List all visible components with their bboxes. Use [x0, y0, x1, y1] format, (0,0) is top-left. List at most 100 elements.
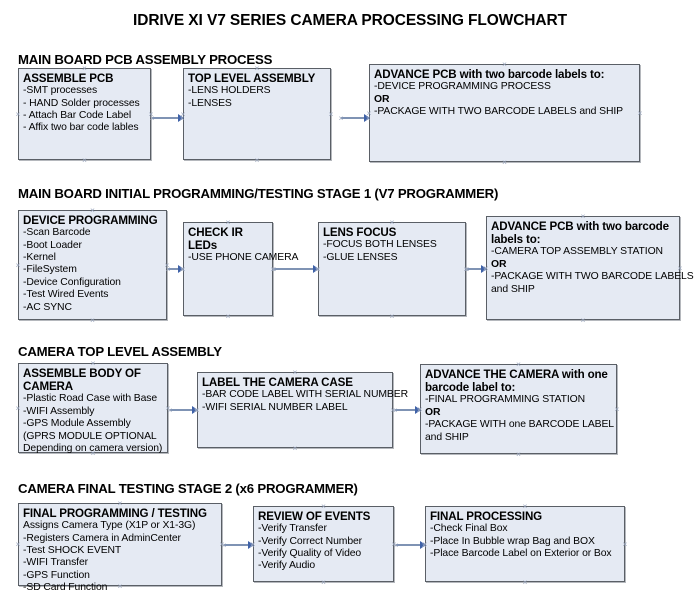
- node-line: -PACKAGE WITH TWO BARCODE LABELS and SHI…: [374, 106, 623, 118]
- node-line-list: Assigns Camera Type (X1P or X1-3G)-Regis…: [23, 520, 219, 594]
- selection-handle[interactable]: [515, 361, 522, 368]
- process-node-assemble-pcb[interactable]: ASSEMBLE PCB-SMT processes- HAND Solder …: [18, 68, 151, 160]
- selection-handle[interactable]: [165, 266, 172, 273]
- selection-handle[interactable]: [225, 313, 232, 320]
- selection-handle[interactable]: [89, 207, 96, 214]
- selection-handle[interactable]: [292, 369, 299, 376]
- node-title: TOP LEVEL ASSEMBLY: [188, 72, 316, 85]
- process-node-advance-pcb-two-barcode-labels[interactable]: ADVANCE PCB with two barcode labels to:-…: [369, 64, 640, 162]
- selection-handle[interactable]: [622, 541, 629, 548]
- connector-arrow[interactable]: [341, 117, 368, 119]
- selection-handle[interactable]: [393, 542, 400, 549]
- node-line: -PACKAGE WITH TWO BARCODE LABELS: [491, 271, 694, 283]
- selection-handle[interactable]: [90, 360, 97, 367]
- connector-arrow[interactable]: [224, 544, 252, 546]
- process-node-check-ir-leds[interactable]: CHECK IR LEDs-USE PHONE CAMERA: [183, 222, 298, 316]
- node-line: -WIFI SERIAL NUMBER LABEL: [202, 401, 348, 413]
- node-line: -LENSES: [188, 97, 232, 109]
- selection-handle[interactable]: [464, 266, 471, 273]
- selection-handle[interactable]: [365, 115, 372, 122]
- selection-handle[interactable]: [254, 65, 261, 72]
- selection-handle[interactable]: [522, 579, 529, 586]
- selection-handle[interactable]: [167, 407, 174, 414]
- selection-handle[interactable]: [482, 266, 489, 273]
- selection-handle[interactable]: [15, 405, 22, 412]
- selection-handle[interactable]: [179, 266, 186, 273]
- connector-arrow[interactable]: [467, 268, 485, 270]
- node-line: -Scan Barcode: [23, 227, 91, 239]
- process-node-label-the-camera-case[interactable]: LABEL THE CAMERA CASE-BAR CODE LABEL WIT…: [197, 372, 408, 448]
- selection-handle[interactable]: [614, 406, 621, 413]
- selection-handle[interactable]: [225, 219, 232, 226]
- selection-handle[interactable]: [580, 213, 587, 220]
- selection-handle[interactable]: [254, 157, 261, 164]
- process-node-advance-pcb-to-camera-top-assembly[interactable]: ADVANCE PCB with two barcode labels to:-…: [486, 216, 694, 320]
- selection-handle[interactable]: [522, 503, 529, 510]
- selection-handle[interactable]: [249, 542, 256, 549]
- node-line: -AC SYNC: [23, 301, 72, 313]
- selection-handle[interactable]: [81, 65, 88, 72]
- node-content: LABEL THE CAMERA CASE-BAR CODE LABEL WIT…: [198, 373, 408, 416]
- node-title: CHECK IR LEDs: [188, 226, 243, 253]
- node-content: CHECK IR LEDs-USE PHONE CAMERA: [184, 223, 298, 267]
- node-line: -LENS HOLDERS: [188, 85, 271, 97]
- node-line: -Place In Bubble wrap Bag and BOX: [430, 535, 595, 547]
- selection-handle[interactable]: [677, 265, 684, 272]
- selection-handle[interactable]: [392, 407, 399, 414]
- selection-handle[interactable]: [338, 115, 345, 122]
- node-line: OR: [425, 406, 441, 418]
- selection-handle[interactable]: [117, 583, 124, 590]
- selection-handle[interactable]: [149, 115, 156, 122]
- selection-handle[interactable]: [501, 159, 508, 166]
- connector-arrow[interactable]: [274, 268, 317, 270]
- selection-handle[interactable]: [328, 111, 335, 118]
- selection-handle[interactable]: [292, 445, 299, 452]
- connector-arrow[interactable]: [152, 117, 182, 119]
- node-title: ADVANCE THE CAMERA with one barcode labe…: [425, 368, 608, 395]
- selection-handle[interactable]: [271, 266, 278, 273]
- selection-handle[interactable]: [15, 111, 22, 118]
- selection-handle[interactable]: [416, 407, 423, 414]
- selection-handle[interactable]: [637, 110, 644, 117]
- connector-arrow[interactable]: [395, 409, 419, 411]
- node-title: LENS FOCUS: [323, 226, 397, 239]
- connector-arrow[interactable]: [168, 268, 182, 270]
- node-line-list: -FOCUS BOTH LENSES-GLUE LENSES: [323, 239, 463, 264]
- process-node-assemble-body-of-camera[interactable]: ASSEMBLE BODY OF CAMERA-Plastic Road Cas…: [18, 363, 168, 454]
- process-node-review-of-events[interactable]: REVIEW OF EVENTS-Verify Transfer-Verify …: [253, 506, 394, 582]
- node-line: -Check Final Box: [430, 523, 508, 535]
- process-node-advance-the-camera-one-barcode-label[interactable]: ADVANCE THE CAMERA with one barcode labe…: [420, 364, 617, 454]
- selection-handle[interactable]: [81, 157, 88, 164]
- connector-arrow[interactable]: [396, 544, 424, 546]
- selection-handle[interactable]: [221, 542, 228, 549]
- selection-handle[interactable]: [15, 541, 22, 548]
- process-node-final-processing[interactable]: FINAL PROCESSING -Check Final Box-Place …: [425, 506, 625, 582]
- selection-handle[interactable]: [389, 219, 396, 226]
- selection-handle[interactable]: [501, 61, 508, 68]
- process-node-lens-focus[interactable]: LENS FOCUS-FOCUS BOTH LENSES-GLUE LENSES: [318, 222, 466, 316]
- selection-handle[interactable]: [320, 579, 327, 586]
- node-line: -CAMERA TOP ASSEMBLY STATION: [491, 246, 663, 258]
- selection-handle[interactable]: [193, 407, 200, 414]
- selection-handle[interactable]: [117, 500, 124, 507]
- selection-handle[interactable]: [320, 503, 327, 510]
- selection-handle[interactable]: [515, 451, 522, 458]
- process-node-device-programming[interactable]: DEVICE PROGRAMMING-Scan Barcode-Boot Loa…: [18, 210, 167, 320]
- process-node-top-level-assembly[interactable]: TOP LEVEL ASSEMBLY-LENS HOLDERS-LENSES: [183, 68, 331, 160]
- selection-handle[interactable]: [580, 317, 587, 324]
- node-line: -PACKAGE WITH one BARCODE LABEL: [425, 419, 614, 431]
- connector-arrow[interactable]: [170, 409, 196, 411]
- node-line-list: -Scan Barcode-Boot Loader-Kernel-FileSys…: [23, 227, 164, 314]
- selection-handle[interactable]: [15, 262, 22, 269]
- selection-handle[interactable]: [179, 115, 186, 122]
- selection-handle[interactable]: [89, 317, 96, 324]
- selection-handle[interactable]: [389, 313, 396, 320]
- node-line: -Verify Quality of Video: [258, 548, 362, 560]
- selection-handle[interactable]: [314, 266, 321, 273]
- node-line: -Plastic Road Case with Base: [23, 393, 158, 405]
- selection-handle[interactable]: [421, 542, 428, 549]
- selection-handle[interactable]: [90, 450, 97, 457]
- node-title: ASSEMBLE PCB: [23, 72, 114, 85]
